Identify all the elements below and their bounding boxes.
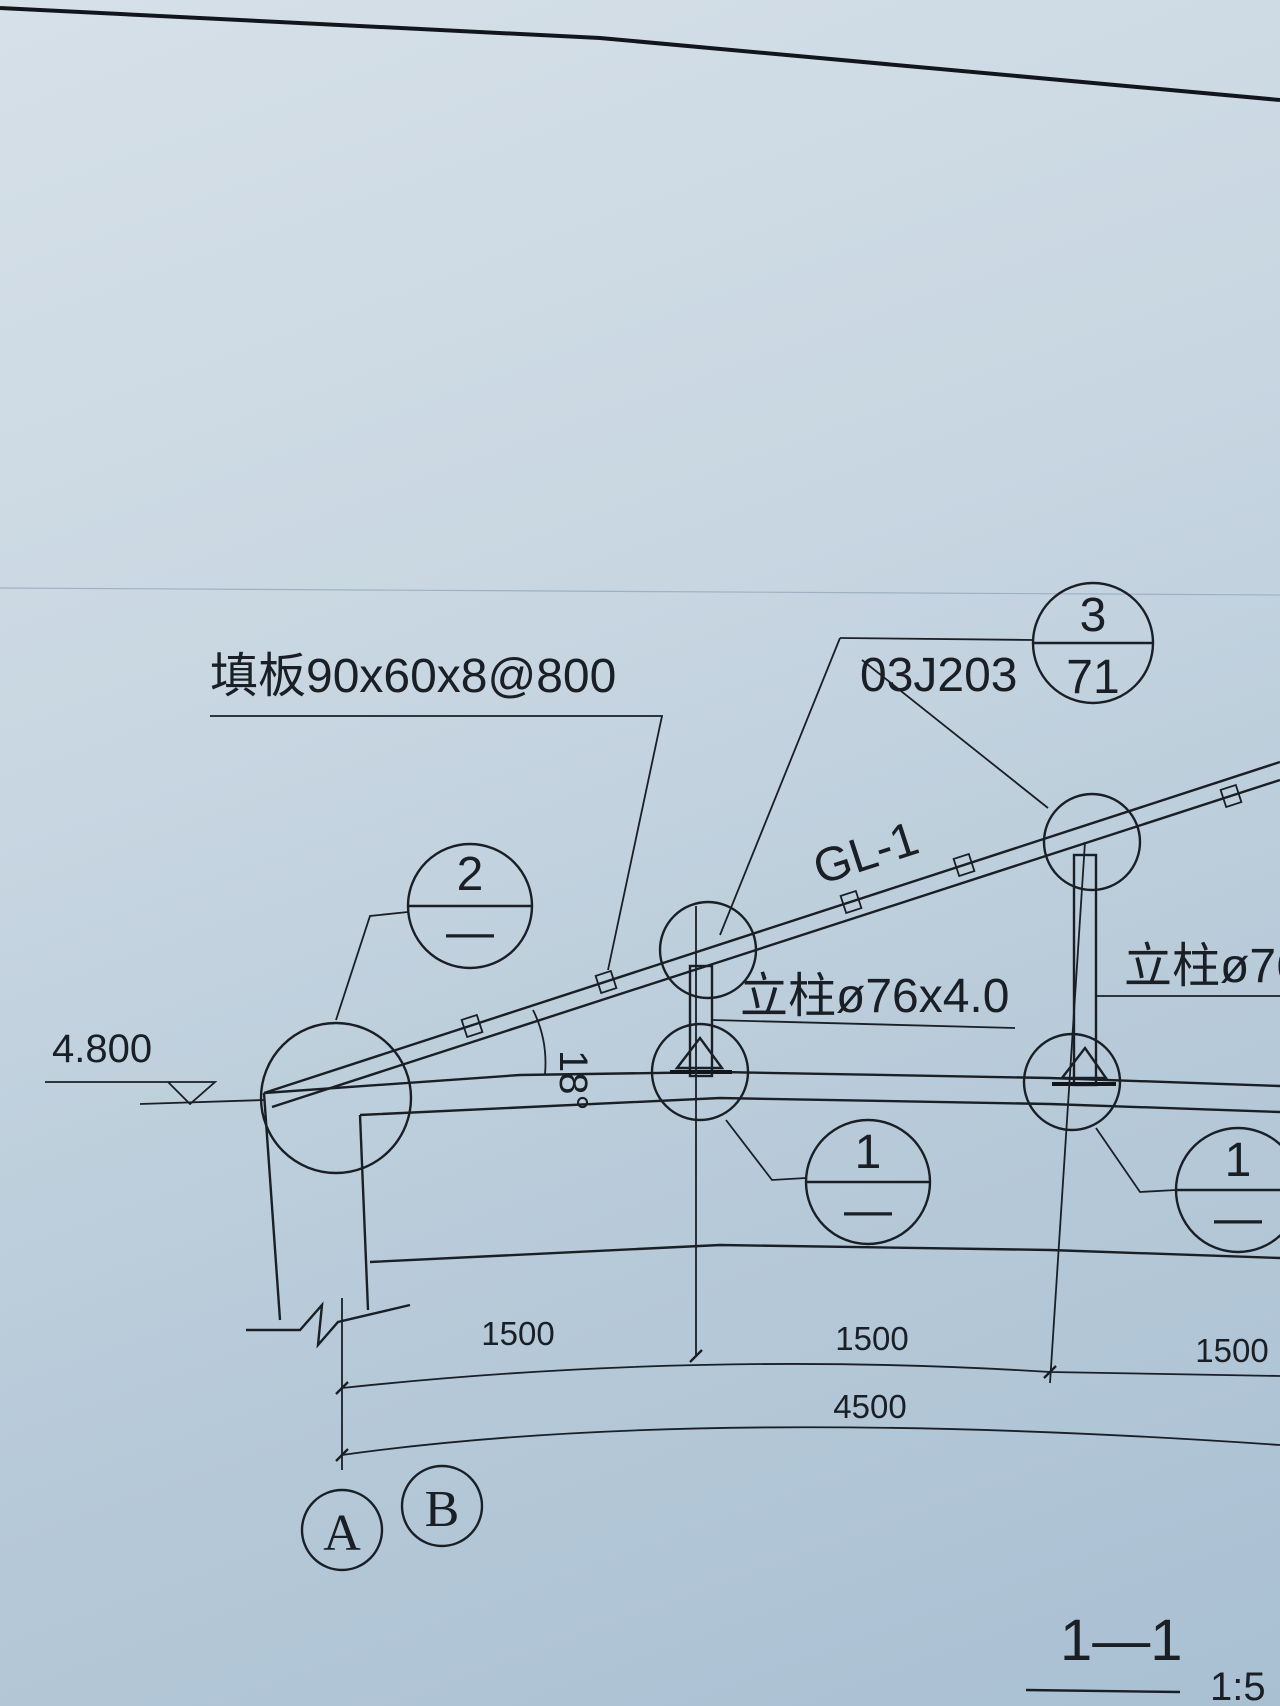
column-2: 立柱ø76x: [1022, 792, 1280, 1384]
detail-2-callout: 2 —: [259, 842, 534, 1175]
angle-value: 18°: [551, 1050, 595, 1111]
detail-3-leader-left: [719, 637, 841, 936]
column-1-base-detail-circle: [650, 1022, 750, 1122]
column-1-base-plate: [674, 1035, 725, 1070]
axis-bubbles: A B: [300, 1464, 484, 1572]
detail-1b-number: 1: [1225, 1134, 1252, 1187]
detail-1a-number: 1: [855, 1126, 882, 1179]
axis-line-col-2: [1049, 841, 1086, 1384]
dimension-tick: [335, 1381, 349, 1395]
dimension-tick: [689, 1349, 703, 1363]
filler-plate-label: 填板90x60x8@800: [210, 650, 616, 703]
detail-2-number: 2: [457, 848, 484, 901]
canopy-structure: [246, 1070, 1280, 1349]
dimension-tick: [1043, 1365, 1057, 1379]
break-line: [246, 1301, 411, 1349]
dimension-span-3: 1500: [1195, 1332, 1268, 1369]
detail-1b-callout: 1 —: [1095, 1126, 1280, 1254]
filler-plate-label-group: 填板90x60x8@800: [210, 650, 664, 971]
filler-plate-mark: [1219, 783, 1243, 809]
section-title-block: 1—1 1:5: [1025, 1608, 1266, 1706]
section-scale: 1:5: [1210, 1665, 1266, 1706]
sheet-border-line: [0, 6, 1280, 102]
fold-line: [0, 587, 1280, 596]
slope-angle: 18°: [532, 1009, 595, 1111]
filler-plate-mark: [952, 852, 976, 878]
section-title-underline: [1025, 1688, 1181, 1694]
column-1-post: [688, 964, 714, 1078]
dimension-span-2: 1500: [835, 1320, 908, 1357]
axis-a-label: A: [323, 1505, 361, 1562]
dimension-tick: [335, 1448, 349, 1462]
detail-3-callout: 3 71 03J203: [719, 581, 1155, 936]
dimension-lines: 1500 1500 1500 4500: [335, 1298, 1280, 1470]
axis-a-bubble: [300, 1488, 384, 1572]
axis-b-label: B: [425, 1481, 460, 1538]
canopy-bottom-line: [369, 1243, 1280, 1264]
beam-top-line: [263, 760, 1280, 1095]
filler-plate-mark: [839, 889, 863, 915]
edge-inner-line: [358, 1114, 370, 1311]
elevation-mark: 4.800: [45, 1027, 265, 1106]
column-1-leader: [711, 1019, 1016, 1029]
detail-3-number: 3: [1080, 589, 1107, 642]
filler-plate-mark: [594, 969, 618, 995]
elevation-value: 4.800: [52, 1027, 152, 1071]
column-2-top-detail-circle: [1042, 792, 1142, 892]
beam-bottom-line: [271, 778, 1280, 1109]
detail-2-leader: [335, 911, 409, 1021]
canopy-top-line: [263, 1070, 1280, 1095]
detail-2-marker-circle: [259, 1021, 413, 1175]
canopy-inner-line: [359, 1096, 1280, 1117]
detail-2-sheet: —: [446, 906, 494, 959]
total-dimension-line: [341, 1426, 1280, 1456]
column-2-base-plate: [1059, 1045, 1109, 1080]
detail-1a-callout: 1 —: [725, 1118, 932, 1246]
section-title: 1—1: [1060, 1608, 1183, 1673]
column-1-top-detail-circle: [658, 900, 758, 1000]
dimension-span-1: 1500: [481, 1315, 554, 1352]
detail-3-sheet: 71: [1066, 651, 1119, 704]
column-2-label: 立柱ø76x: [1124, 940, 1280, 993]
angle-arc: [532, 1009, 547, 1075]
detail-1b-leader: [1095, 1127, 1177, 1193]
dimension-total: 4500: [833, 1388, 906, 1425]
detail-3-reference-line: [839, 637, 1034, 641]
detail-1a-sheet: —: [844, 1184, 892, 1237]
edge-outer-line: [262, 1092, 282, 1321]
beam-gl1: GL-1: [263, 760, 1280, 1109]
standard-reference: 03J203: [860, 649, 1017, 702]
column-1-label: 立柱ø76x4.0: [740, 970, 1009, 1023]
detail-3-leader-right: [861, 659, 1049, 809]
span-dimension-line: [341, 1363, 1280, 1389]
column-1: 立柱ø76x4.0: [650, 900, 1016, 1355]
elevation-symbol: [45, 1081, 218, 1106]
axis-b-bubble: [400, 1464, 484, 1548]
filler-plate-leader: [210, 715, 664, 971]
detail-1a-leader: [725, 1119, 807, 1181]
elevation-level-line: [139, 1099, 265, 1105]
filler-plate-mark: [460, 1013, 484, 1039]
detail-1b-sheet: —: [1214, 1192, 1262, 1245]
